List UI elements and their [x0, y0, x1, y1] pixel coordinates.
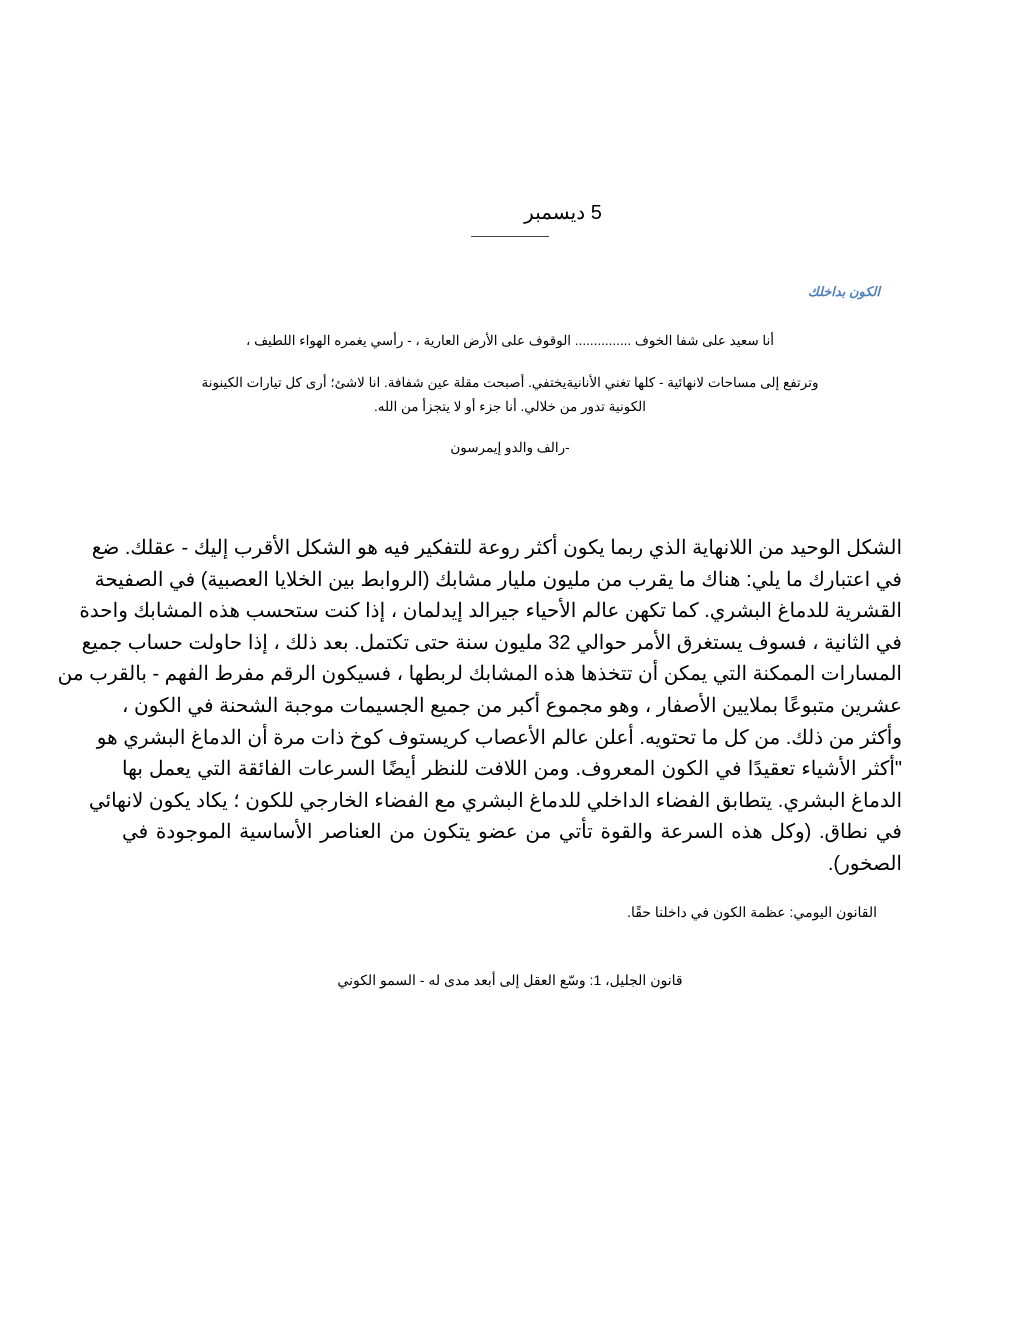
- heading-underline: [471, 236, 549, 237]
- daily-law: القانون اليومي: عظمة الكون في داخلنا حقً…: [627, 904, 877, 920]
- body-line: عشرين متبوعًا بملايين الأصفار ، وهو مجمو…: [122, 694, 902, 717]
- body-line: الدماغ البشري. يتطابق الفضاء الداخلي للد…: [88, 789, 902, 812]
- poem-line-1: أنا سعيد على شفا الخوف ............... ا…: [245, 333, 775, 348]
- body-line: في اعتبارك ما يلي: هناك ما يقرب من مليون…: [94, 568, 902, 591]
- poem-line-3: الكونية تدور من خلالي. أنا جزء أو لا يتج…: [373, 399, 647, 414]
- body-line: المسارات الممكنة التي يمكن أن تتخذها هذه…: [57, 663, 902, 686]
- body-line: وأكثر من ذلك. من كل ما تحتويه. أعلن عالم…: [96, 726, 902, 749]
- grand-law: قانون الجليل، 1: وسّع العقل إلى أبعد مدى…: [337, 972, 683, 988]
- date-heading: 5 ديسمبر: [524, 202, 602, 224]
- subtitle: الكون بداخلك: [808, 284, 880, 299]
- body-line: الشكل الوحيد من اللانهاية الذي ربما يكون…: [91, 537, 902, 559]
- poem-author: -رالف والدو إيمرسون: [450, 440, 570, 455]
- body-paragraph: الشكل الوحيد من اللانهاية الذي ربما يكون…: [57, 533, 902, 881]
- body-line: في نطاق. (وكل هذه السرعة والقوة تأتي من …: [122, 821, 902, 844]
- body-line: "أكثر الأشياء تعقيدًا في الكون المعروف. …: [122, 758, 902, 781]
- body-line: الصخور).: [827, 852, 902, 875]
- body-line: في الثانية ، فسوف يستغرق الأمر حوالي 32 …: [81, 631, 902, 654]
- body-line: القشرية للدماغ البشري. كما تكهن عالم الأ…: [79, 600, 902, 623]
- poem-line-2: وترتفع إلى مساحات لانهائية - كلها تغني ا…: [201, 375, 819, 390]
